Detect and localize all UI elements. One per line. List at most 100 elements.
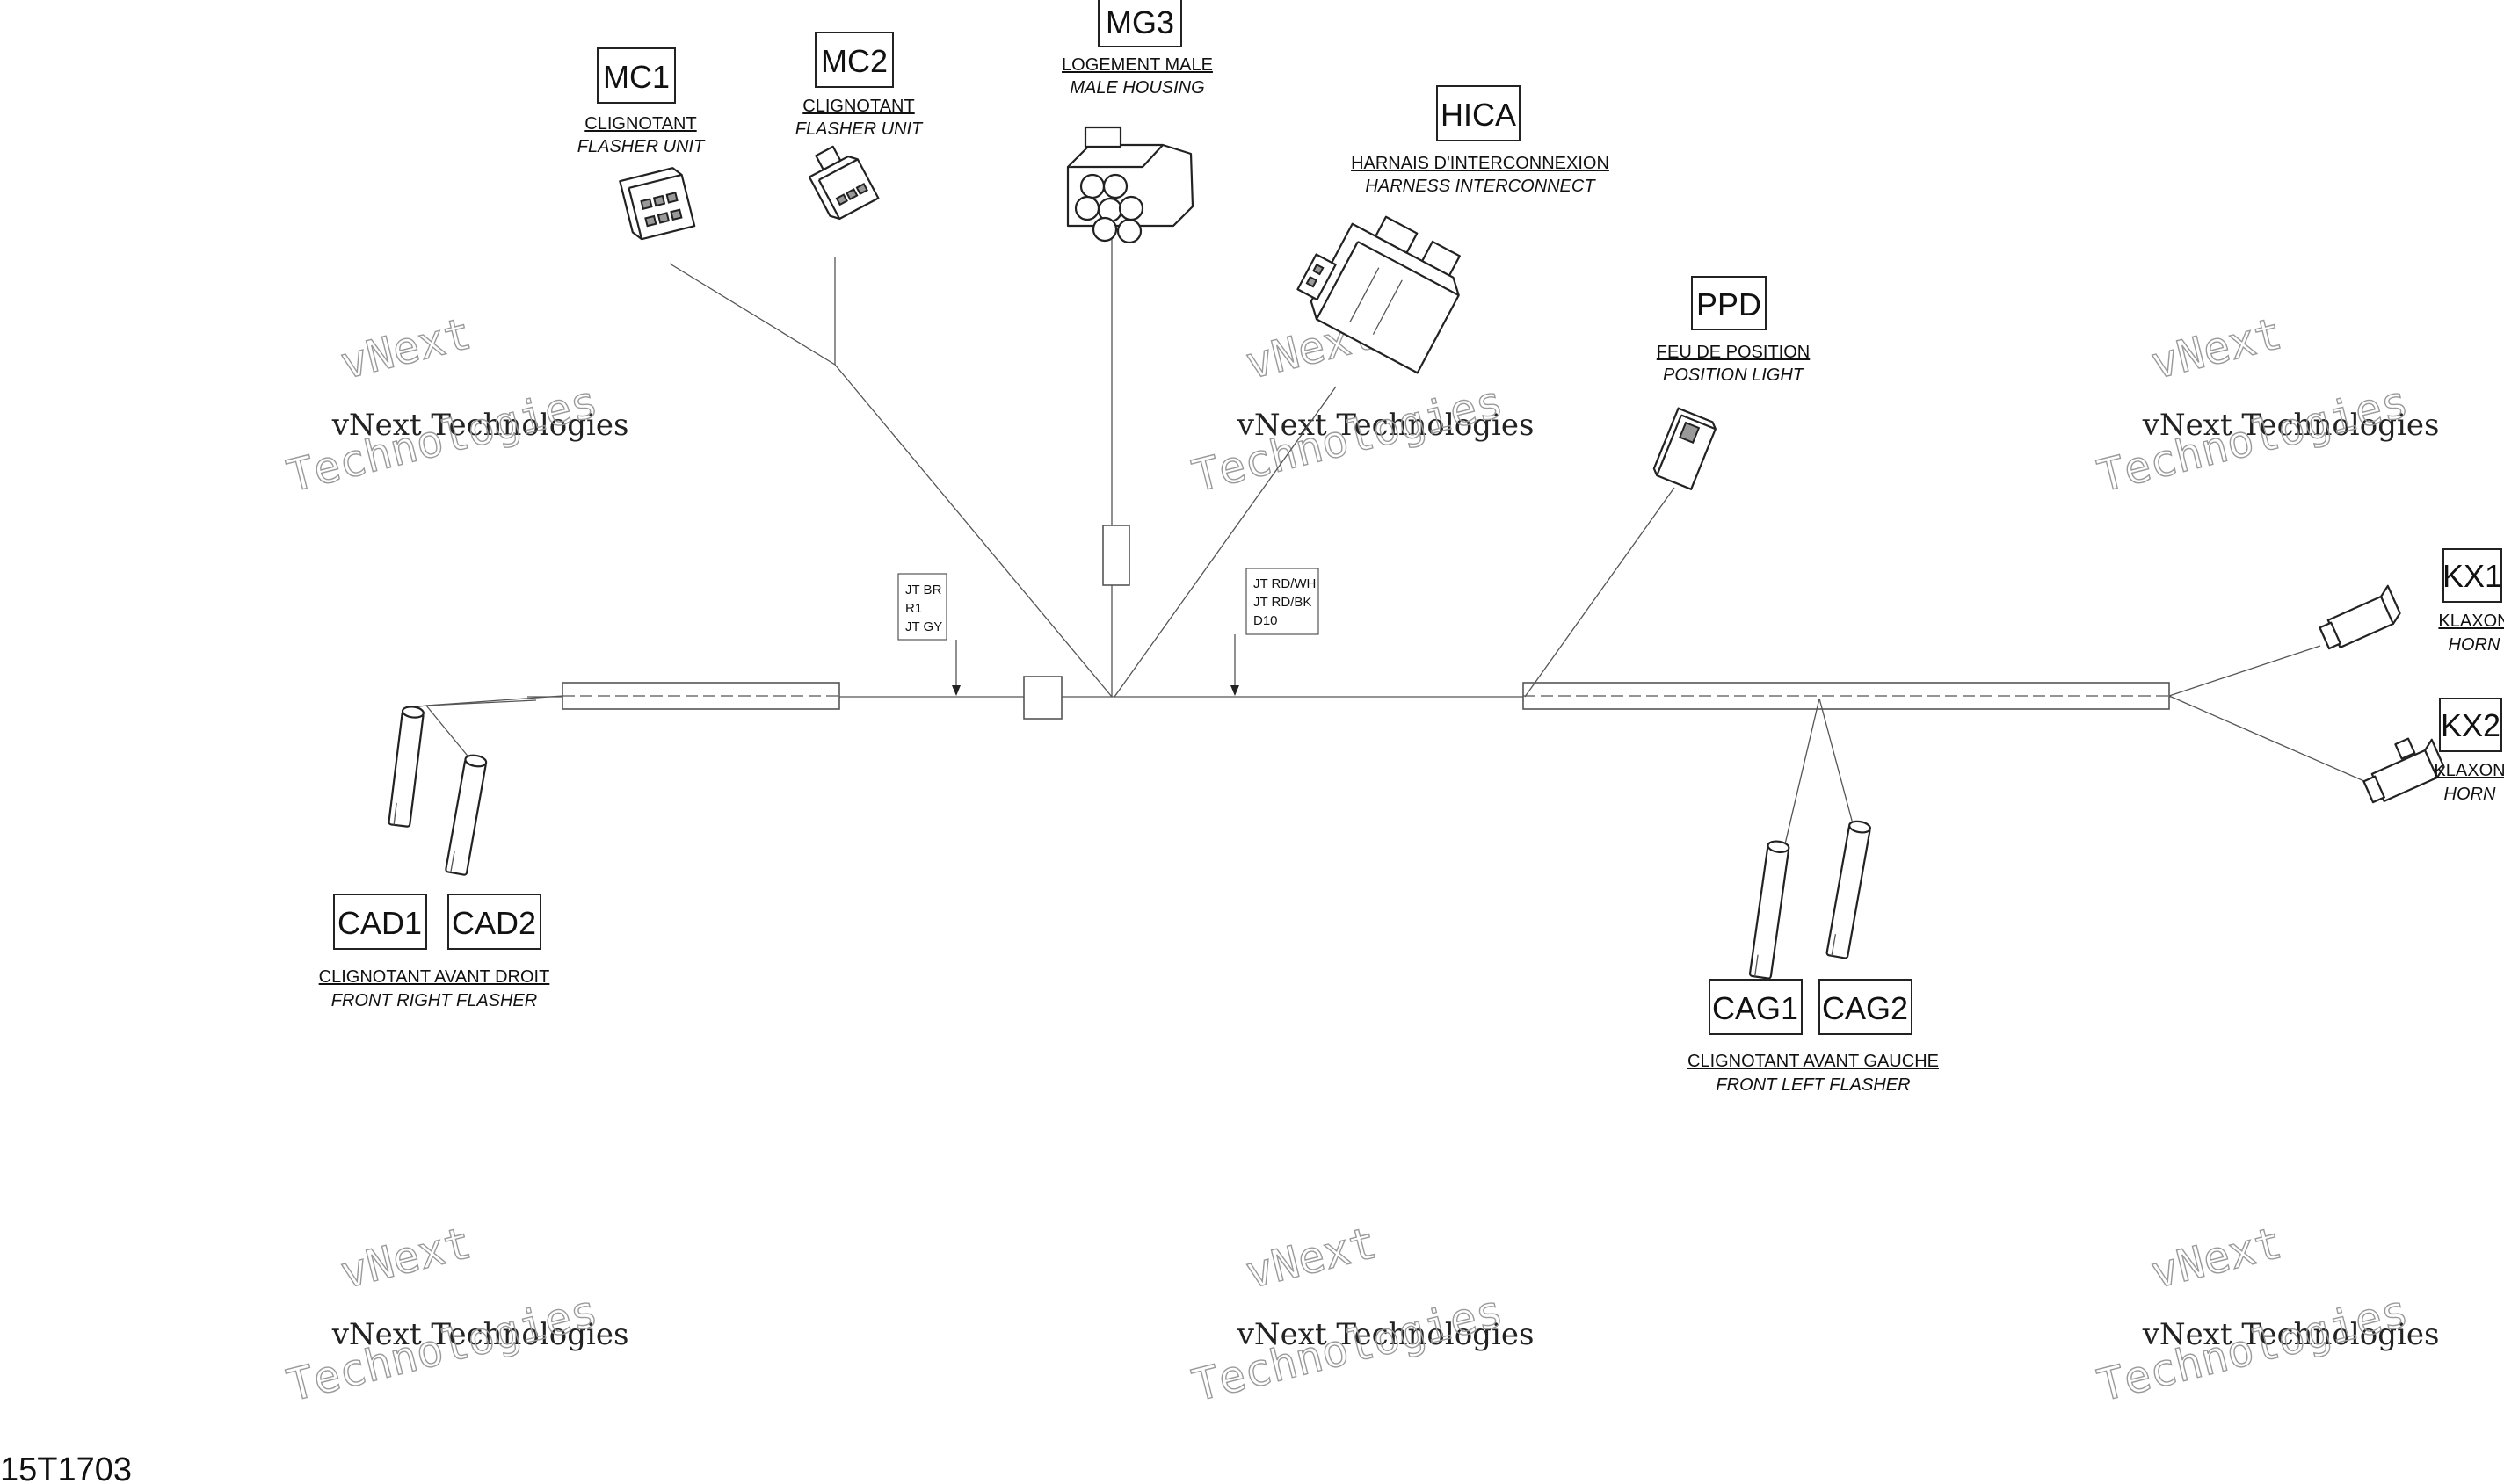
watermark-brand: vNext Technologies [1237, 1317, 1535, 1352]
splice-note-left: JT BR R1 JT GY [897, 573, 947, 641]
label-ppd: PPD FEU DE POSITION POSITION LIGHT [1657, 276, 1810, 385]
component-code: CAD1 [337, 905, 422, 941]
arrow-down-icon [1230, 685, 1239, 696]
terminal-slit [393, 802, 397, 825]
component-name-en: HORN [2449, 635, 2500, 655]
watermark: vNext vNext Technologies Technologies [2092, 307, 2440, 503]
mc1-connector[interactable] [619, 166, 696, 241]
wire-cag1 [1783, 698, 1820, 849]
cag2-terminal[interactable] [1825, 820, 1871, 959]
connector-nose [1296, 253, 1337, 301]
harness-grommet [1023, 676, 1063, 720]
component-name-fr: CLIGNOTANT [802, 97, 914, 116]
hica-connector[interactable] [1289, 196, 1475, 374]
pin-cavity [1092, 216, 1118, 243]
code-box [815, 32, 894, 88]
cag1-terminal[interactable] [1748, 840, 1790, 980]
connector-body [808, 155, 880, 221]
code-box [1709, 979, 1803, 1035]
terminal-opening [2362, 775, 2385, 804]
splice-note-line: JT GY [905, 619, 942, 634]
terminal-body [1825, 824, 1871, 959]
component-code: CAG1 [1712, 990, 1798, 1026]
terminal-body [445, 758, 487, 876]
pin-cavity [1079, 173, 1106, 199]
splice-note-line: R1 [905, 601, 922, 616]
component-name-fr: KLAXON [2434, 761, 2504, 780]
terminal-tab [2394, 737, 2416, 760]
label-kx2: KX2 KLAXON HORN [2434, 698, 2504, 804]
splice-note-line: JT RD/WH [1253, 576, 1316, 591]
splice-note-line: JT BR [905, 583, 942, 597]
mc2-connector[interactable] [802, 139, 880, 221]
pin [644, 214, 657, 228]
watermark-brand: vNext Technologies [2142, 1317, 2440, 1352]
branch-wires [412, 237, 2387, 849]
connector-latch [1421, 240, 1461, 277]
pin-cavity [1118, 195, 1144, 221]
kx2-connector[interactable] [2355, 730, 2447, 806]
splice-note-right: JT RD/WH JT RD/BK D10 [1245, 568, 1319, 635]
terminal-end [401, 706, 425, 719]
code-box [2439, 698, 2502, 752]
terminal-end [464, 754, 488, 768]
label-kx1: KX1 KLAXON HORN [2438, 548, 2504, 655]
component-code: KX1 [2442, 558, 2502, 594]
connector-latch [1679, 421, 1701, 445]
component-name-en: FLASHER UNIT [795, 119, 924, 139]
wire-hica [1114, 386, 1337, 698]
main-harness [527, 525, 2171, 720]
label-cag: CAG1 CAG2 CLIGNOTANT AVANT GAUCHE FRONT … [1687, 979, 1939, 1095]
pin [835, 193, 848, 206]
component-name-en: POSITION LIGHT [1663, 366, 1805, 385]
connector-edge [1315, 241, 1460, 320]
pin-cavity [1102, 173, 1129, 199]
terminal-slit [450, 851, 455, 873]
terminal-body [1748, 844, 1790, 980]
component-code: MC2 [821, 43, 888, 79]
pin [640, 198, 653, 210]
code-box [597, 47, 676, 104]
code-box [1098, 0, 1182, 47]
cad1-terminal[interactable] [388, 706, 425, 828]
wire-cad-join [425, 699, 537, 706]
connector-body [1652, 407, 1717, 490]
pin-cavity [1116, 218, 1143, 244]
watermark-brand: vNext Technologies [1237, 408, 1535, 443]
component-code: CAG2 [1822, 990, 1908, 1026]
terminal-slit [1831, 934, 1837, 956]
watermark-vnext: vNext [336, 1217, 476, 1299]
connector-latch [815, 145, 842, 171]
terminal-edge [2424, 749, 2438, 778]
arrow-down-icon [952, 685, 961, 696]
watermark: vNext vNext Technologies Technologies [2092, 1216, 2440, 1412]
watermark-brand: vNext Technologies [2142, 408, 2440, 443]
code-box [1818, 979, 1912, 1035]
wire-cad2 [425, 705, 475, 765]
label-mc2: MC2 CLIGNOTANT FLASHER UNIT [795, 32, 924, 139]
splice-note-line: D10 [1253, 613, 1278, 628]
connector-edge [1656, 414, 1717, 476]
component-name-en: MALE HOUSING [1070, 78, 1204, 98]
component-name-fr: CLIGNOTANT AVANT DROIT [319, 967, 550, 987]
label-cad: CAD1 CAD2 CLIGNOTANT AVANT DROIT FRONT R… [319, 894, 550, 1010]
label-mg3: MG3 LOGEMENT MALE MALE HOUSING [1062, 0, 1213, 98]
pin-cavity [1074, 195, 1100, 221]
wire-mc-branch [834, 364, 1113, 698]
component-name-fr: CLIGNOTANT AVANT GAUCHE [1687, 1052, 1939, 1071]
kx1-connector[interactable] [2316, 584, 2403, 652]
connector-latch [1375, 215, 1419, 254]
pin [670, 208, 683, 221]
figure-reference: 15T1703 [0, 1451, 132, 1484]
component-code: PPD [1696, 286, 1761, 322]
code-box [2442, 548, 2502, 603]
cad2-terminal[interactable] [445, 754, 488, 876]
label-hica: HICA HARNAIS D'INTERCONNEXION HARNESS IN… [1351, 85, 1609, 196]
mg3-sleeve [1102, 525, 1130, 586]
terminal-slit [1753, 954, 1759, 977]
connector-rib [1349, 267, 1380, 322]
splice-note-box [897, 573, 947, 641]
ppd-connector[interactable] [1652, 407, 1717, 490]
mg3-connector[interactable] [1066, 126, 1194, 244]
